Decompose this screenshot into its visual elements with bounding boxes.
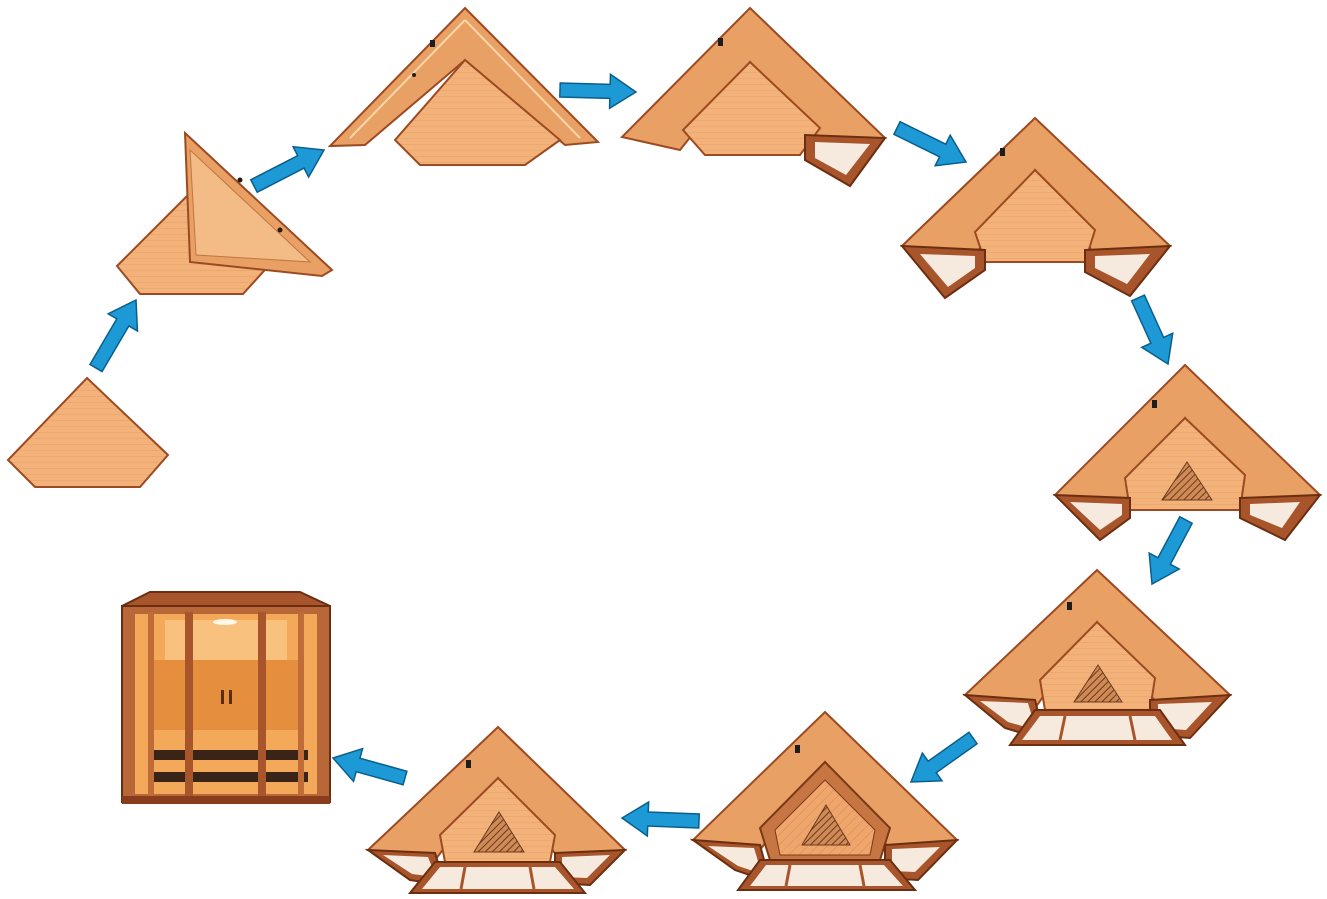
- floor-panel: [1123, 416, 1247, 511]
- flow-arrow-9: [331, 747, 408, 786]
- step-9-top-view-complete: [364, 725, 628, 894]
- front-glass-pane: [1022, 716, 1172, 740]
- heater-grille: [801, 804, 851, 846]
- floor-panel: [393, 58, 562, 166]
- step-4-right-window: [620, 6, 888, 188]
- step-7-front-glass: [961, 568, 1233, 746]
- front-glass-pane: [422, 867, 574, 889]
- step-6-floor-heater: [1052, 363, 1323, 542]
- step-2-back-walls: [115, 130, 334, 295]
- flow-arrows: [88, 72, 1194, 838]
- heater-grille: [473, 811, 525, 853]
- right-window-glass: [892, 847, 940, 872]
- step-8-bench: [689, 710, 960, 891]
- heater-grille: [1073, 664, 1123, 703]
- flow-arrow-1: [88, 298, 139, 373]
- flow-arrow-3: [559, 72, 638, 110]
- flow-arrow-7: [909, 731, 979, 783]
- right-window-glass: [1095, 254, 1150, 284]
- flow-arrow-2: [249, 145, 326, 194]
- step-3-walls-topview: [327, 6, 601, 166]
- right-window-glass: [1250, 502, 1300, 528]
- right-window-glass: [815, 142, 870, 175]
- heater-grille: [1161, 461, 1213, 501]
- left-window-glass: [920, 254, 975, 287]
- back-wall-inner: [189, 148, 312, 263]
- step-10-assembled-sauna: [121, 591, 331, 804]
- flow-arrow-8: [620, 800, 701, 838]
- floor-panel: [973, 168, 1097, 263]
- floor-panel: [681, 60, 822, 156]
- step-5-both-windows: [899, 116, 1173, 300]
- right-window-glass: [1158, 702, 1212, 730]
- flow-arrow-5: [1130, 294, 1174, 366]
- left-window-glass: [1070, 502, 1122, 530]
- left-window-glass: [980, 701, 1036, 730]
- sauna-roof: [121, 591, 331, 607]
- front-glass-pane: [750, 865, 903, 886]
- left-window-glass: [383, 855, 436, 877]
- step-1-floor: [6, 376, 170, 488]
- left-window-glass: [708, 846, 762, 874]
- flow-arrow-4: [892, 120, 968, 167]
- right-window-glass: [562, 855, 610, 878]
- floor-panel: [6, 376, 170, 488]
- flow-arrow-6: [1148, 515, 1194, 586]
